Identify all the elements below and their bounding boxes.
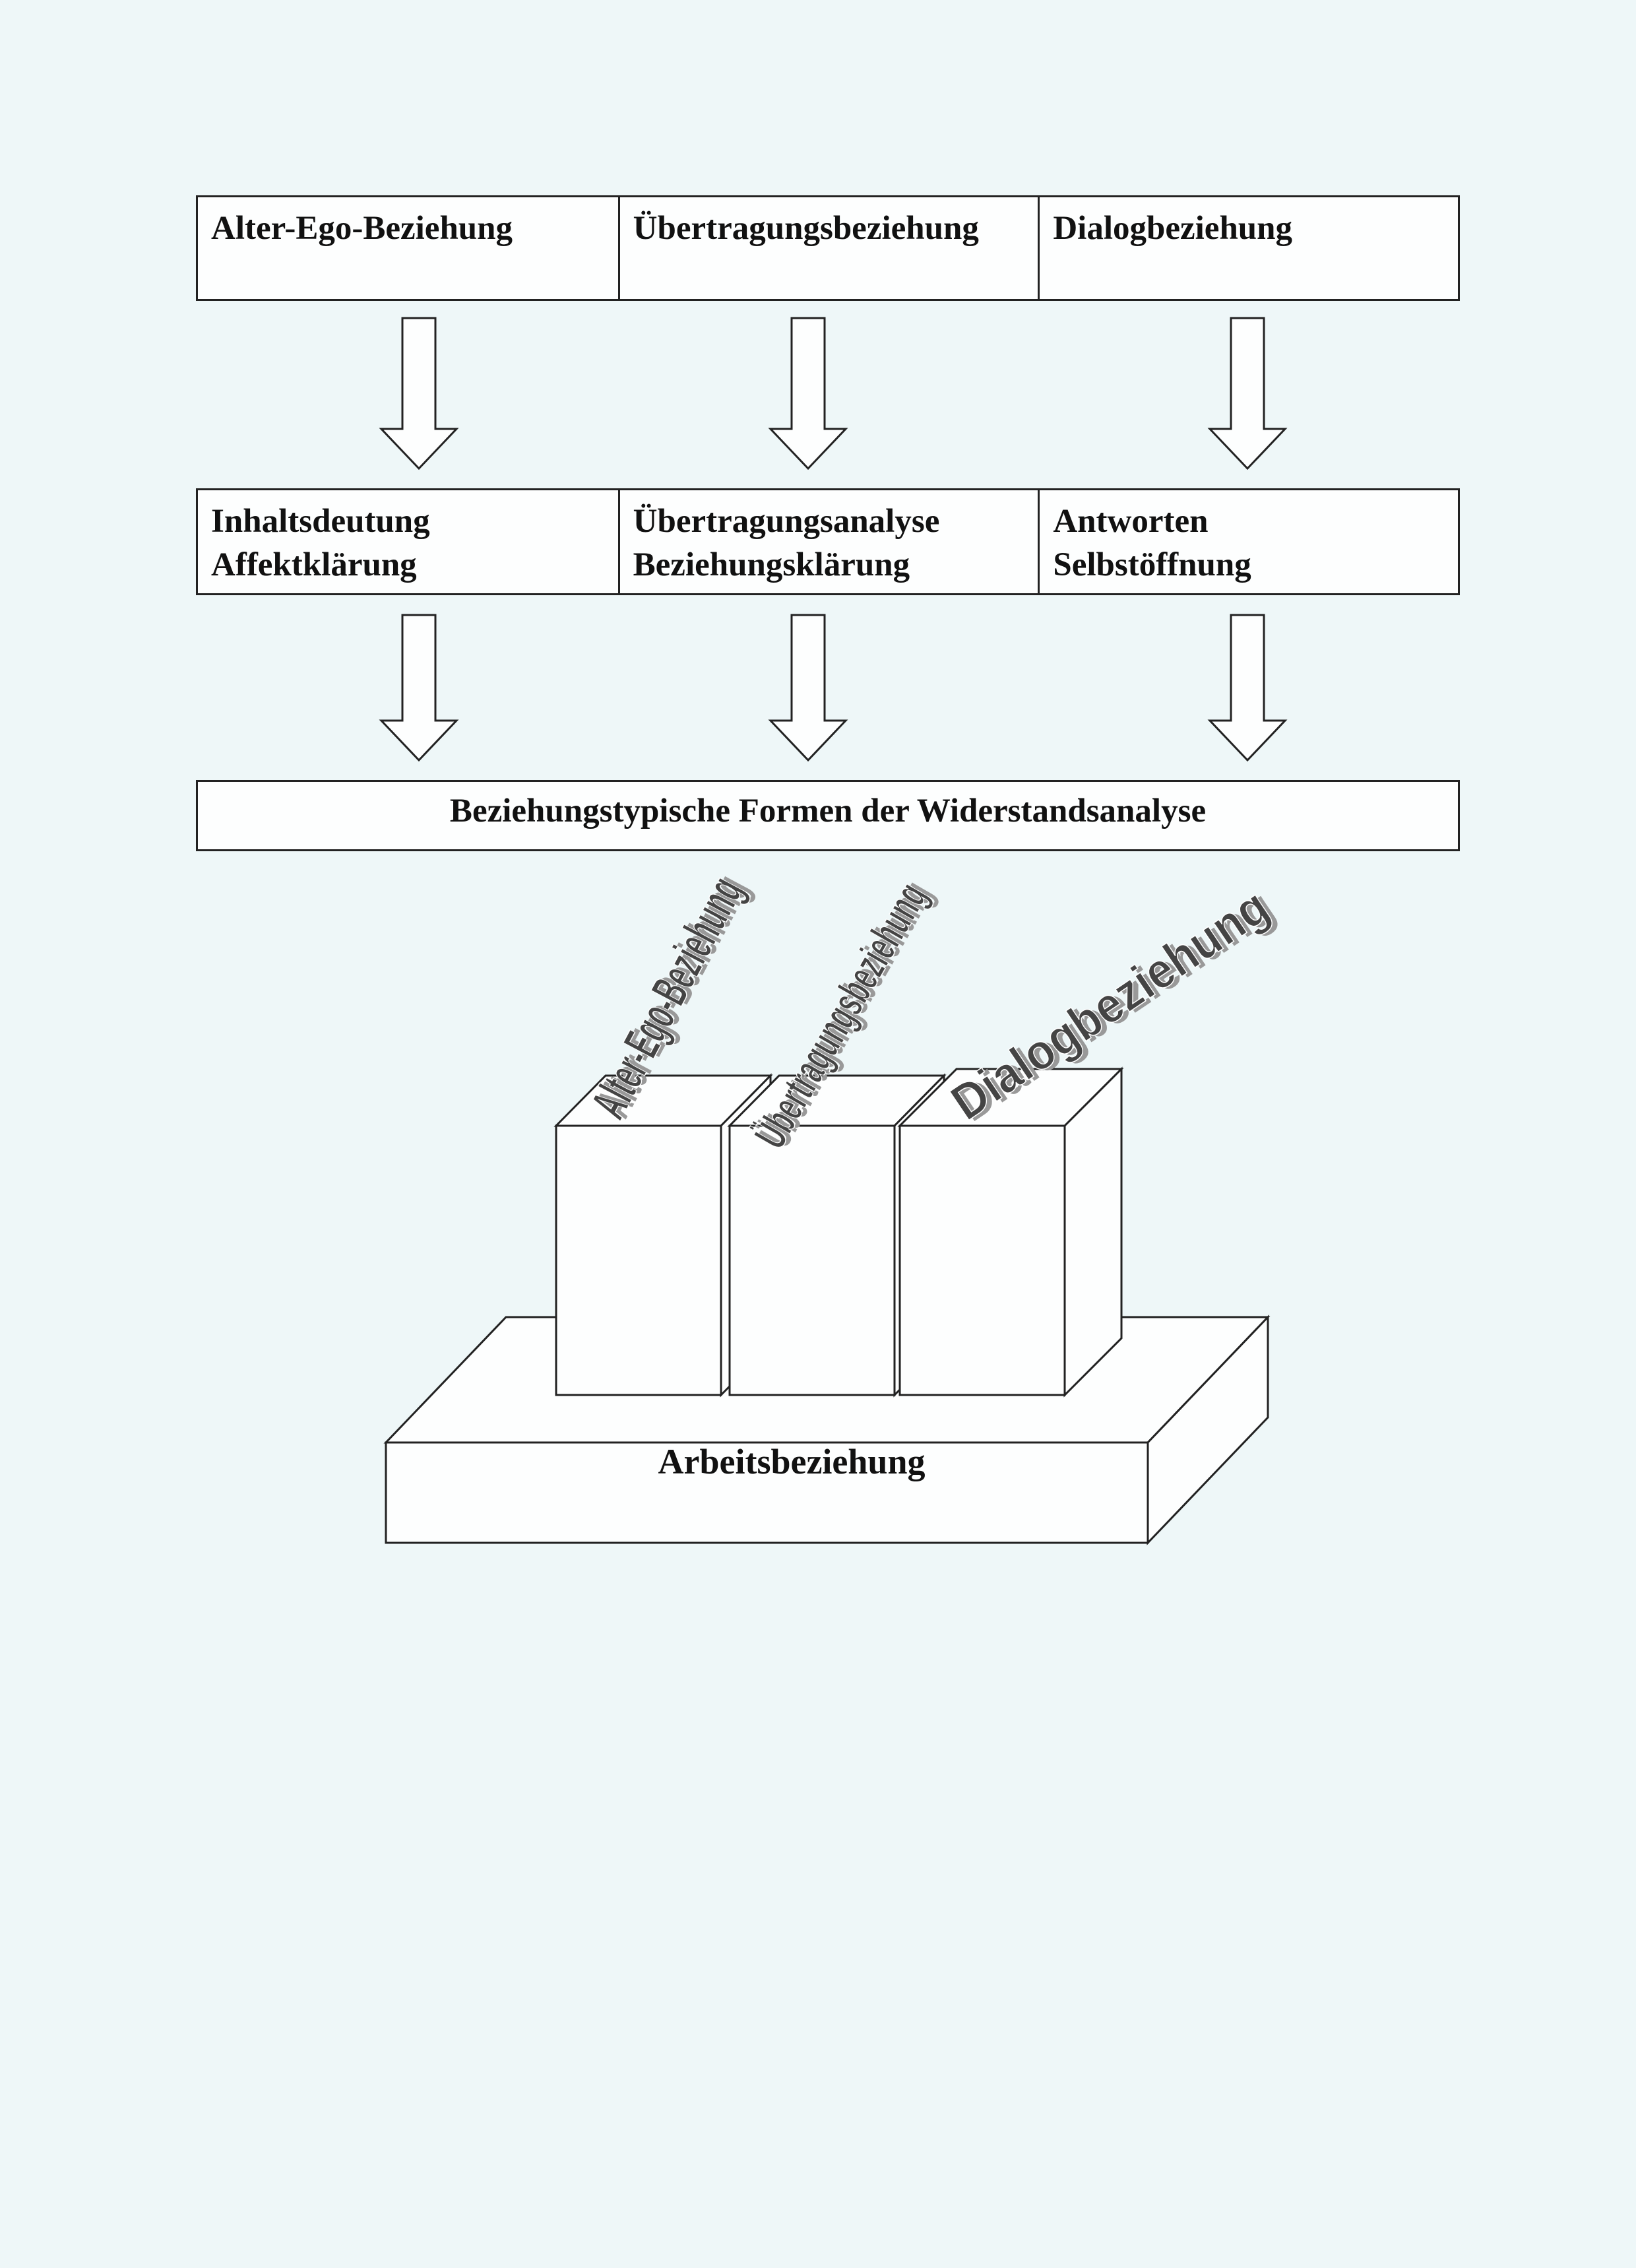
cell-text-line-2: Affektklärung: [211, 546, 417, 583]
cell-text-line-2: Selbstöffnung: [1053, 546, 1251, 583]
block-3-side: [1063, 1066, 1123, 1398]
cell-dialog: Dialogbeziehung: [1038, 197, 1458, 299]
base-front-face: [385, 1441, 1149, 1544]
down-arrow-icon: [768, 317, 848, 470]
cell-text-line-1: Übertragungsanalyse: [633, 503, 940, 540]
interventions-row: Inhaltsdeutung Affektklärung Übertragung…: [196, 488, 1460, 595]
cell-uebertragung: Übertragungsbeziehung: [617, 197, 1038, 299]
block-1-front: [555, 1124, 722, 1396]
cell-alter-ego: Alter-Ego-Beziehung: [198, 197, 618, 299]
resistance-analysis-bar: Beziehungstypische Formen der Widerstand…: [196, 780, 1460, 851]
base-label: Arbeitsbeziehung: [658, 1442, 926, 1481]
cell-antworten: Antworten Selbstöffnung: [1038, 490, 1458, 593]
down-arrow-icon: [768, 614, 848, 762]
relationship-types-row: Alter-Ego-Beziehung Übertragungsbeziehun…: [196, 195, 1460, 301]
cell-text-line-2: Beziehungsklärung: [633, 546, 910, 583]
down-arrow-icon: [1207, 317, 1288, 470]
cell-text-line-1: Inhaltsdeutung: [211, 503, 430, 540]
cell-text: Alter-Ego-Beziehung: [211, 210, 513, 247]
cell-inhaltsdeutung: Inhaltsdeutung Affektklärung: [198, 490, 618, 593]
cell-text: Übertragungsbeziehung: [633, 210, 979, 247]
down-arrow-icon: [379, 614, 459, 762]
down-arrow-icon: [379, 317, 459, 470]
relationship-blocks: [553, 1066, 1124, 1398]
block-2-front: [728, 1124, 896, 1396]
cell-uebertragungsanalyse: Übertragungsanalyse Beziehungsklärung: [617, 490, 1038, 593]
down-arrow-icon: [1207, 614, 1288, 762]
bar-text: Beziehungstypische Formen der Widerstand…: [449, 793, 1207, 829]
cell-text-line-1: Antworten: [1053, 503, 1209, 540]
cell-text: Dialogbeziehung: [1053, 210, 1293, 247]
block-3-front: [898, 1124, 1066, 1396]
